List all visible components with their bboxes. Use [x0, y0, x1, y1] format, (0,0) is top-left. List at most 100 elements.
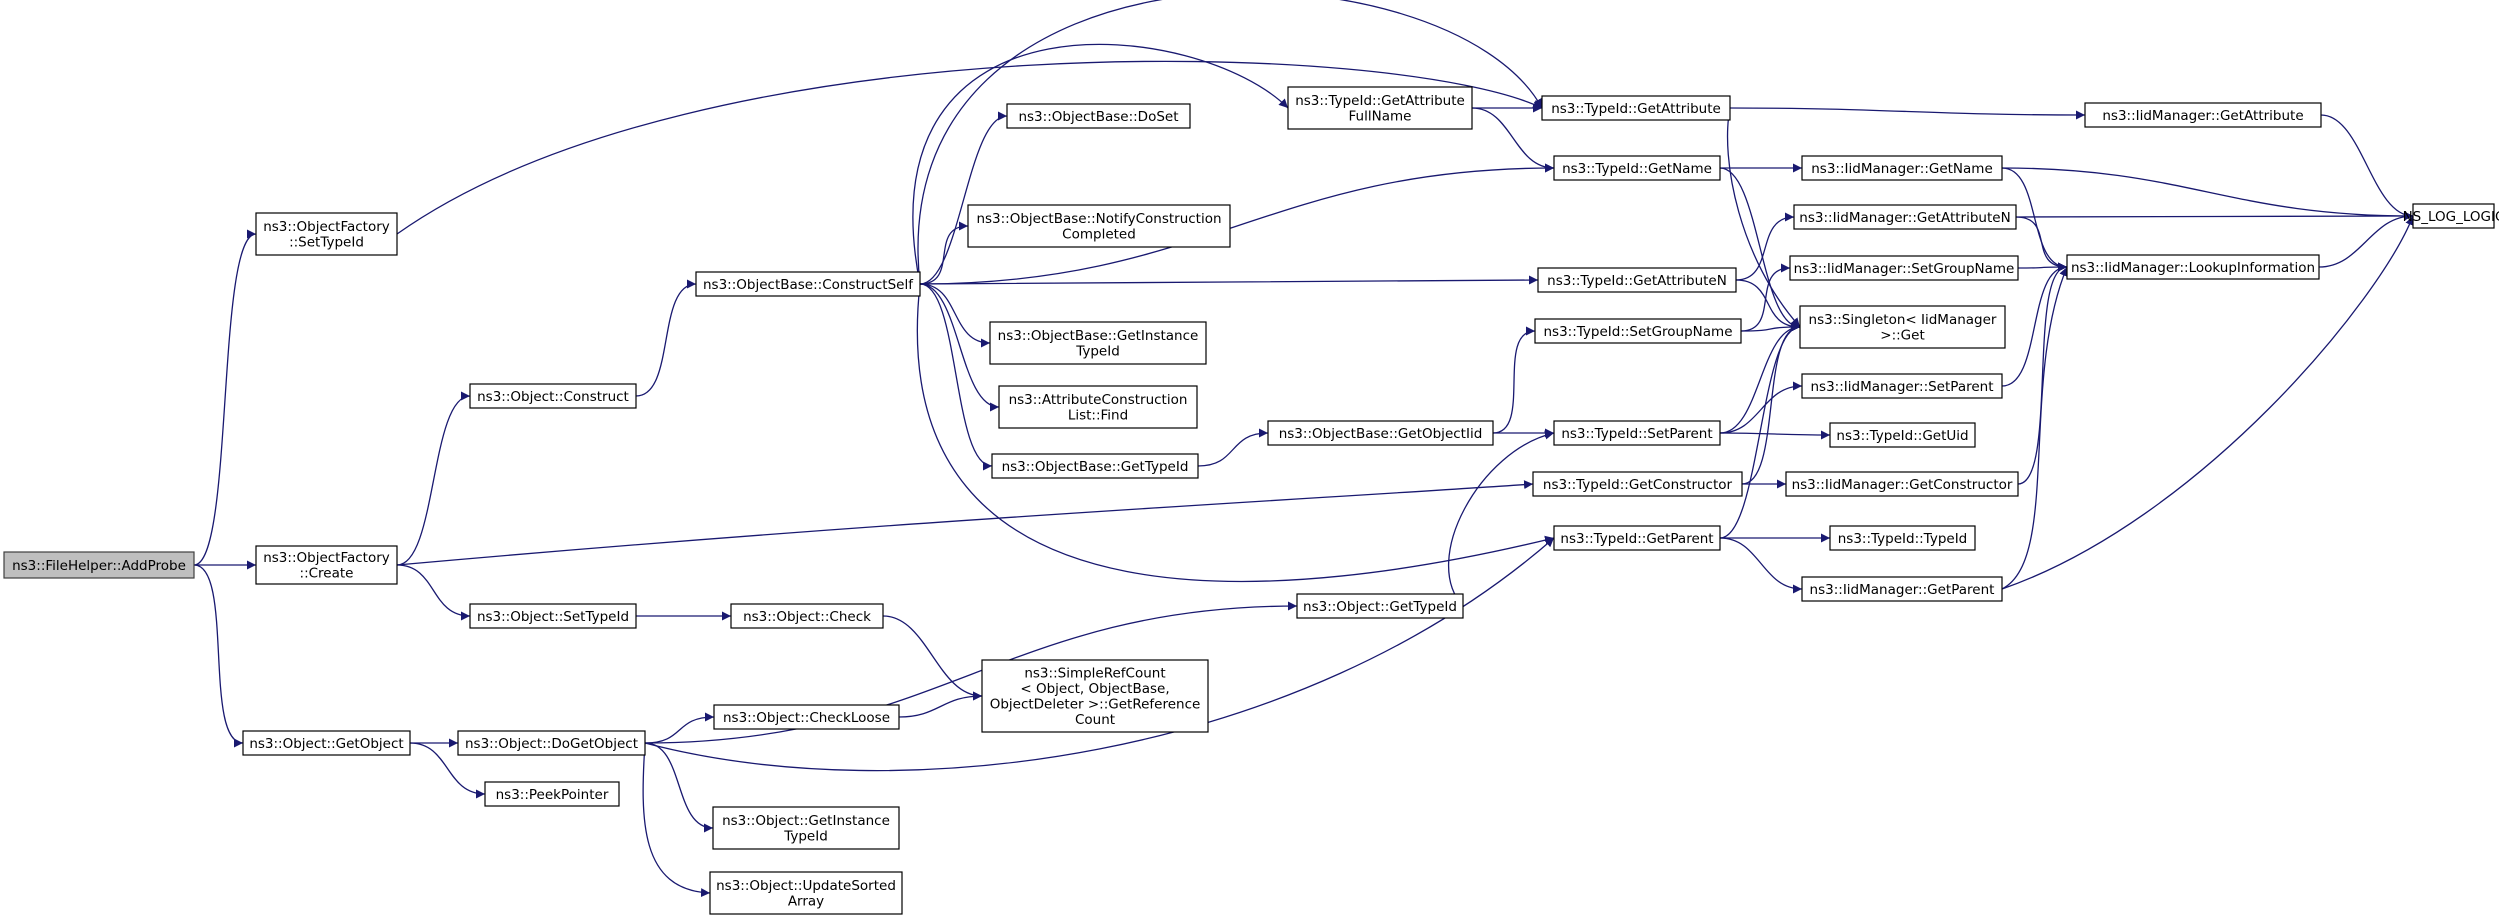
node-iid-getname[interactable]: ns3::IidManager::GetName — [1801, 155, 2003, 181]
node-label: ns3::IidManager::GetAttributeN — [1799, 210, 2010, 226]
node-ob-doset[interactable]: ns3::ObjectBase::DoSet — [1006, 103, 1191, 129]
node-box — [1296, 593, 1464, 619]
node-label: ns3::PeekPointer — [496, 787, 609, 803]
edge-ob_gettypeid-to-ob_getobjectiid — [1197, 428, 1269, 467]
node-iid-getattributen[interactable]: ns3::IidManager::GetAttributeN — [1793, 204, 2017, 230]
edge-iid_getparent-to-ns_log_logic — [2001, 215, 2414, 590]
edge-ob_constructself-to-acl_find — [919, 283, 1000, 412]
edge-addprobe-to-obj_getobject — [193, 564, 244, 748]
node-iid-lookupinformation[interactable]: ns3::IidManager::LookupInformation — [2066, 254, 2320, 280]
edge-tid_getparent-to-singleton_get — [1719, 322, 1801, 539]
edge-obj_gettypeid-to-tid_setparent — [1447, 430, 1555, 607]
edge-obj_dogetobject-to-tid_getparent — [644, 537, 1555, 772]
node-box — [1267, 420, 1494, 446]
edge-tid_getparent-to-iid_getparent — [1719, 537, 1803, 594]
node-iid-setgroupname[interactable]: ns3::IidManager::SetGroupName — [1789, 255, 2019, 281]
node-label: ::Create — [300, 566, 354, 582]
edge-of_create-to-obj_settypeid — [396, 564, 471, 621]
node-label: ns3::ObjectBase::GetInstance — [998, 328, 1199, 344]
edge-tid_setgroupname-to-singleton_get — [1740, 322, 1801, 332]
node-label: ns3::Object::Check — [743, 609, 871, 625]
node-ob-gettypeid[interactable]: ns3::ObjectBase::GetTypeId — [991, 453, 1199, 479]
node-label: ns3::Object::GetTypeId — [1303, 599, 1457, 615]
node-label: ns3::Object::SetTypeId — [477, 609, 629, 625]
node-tid-setgroupname[interactable]: ns3::TypeId::SetGroupName — [1534, 318, 1742, 344]
edge-of_create-to-obj_construct — [396, 391, 471, 566]
node-label: ns3::TypeId::SetParent — [1561, 426, 1712, 442]
node-tid-getconstructor[interactable]: ns3::TypeId::GetConstructor — [1532, 471, 1743, 497]
node-label: ns3::ObjectFactory — [263, 550, 390, 566]
node-tid-setparent[interactable]: ns3::TypeId::SetParent — [1553, 420, 1721, 446]
node-addprobe[interactable]: ns3::FileHelper::AddProbe — [3, 551, 195, 579]
node-ns-log-logic[interactable]: NS_LOG_LOGIC — [2403, 203, 2499, 229]
node-box — [3, 551, 195, 579]
node-box — [1553, 155, 1721, 181]
node-ob-notifyconstruction[interactable]: ns3::ObjectBase::NotifyConstructionCompl… — [967, 204, 1231, 248]
node-ob-constructself[interactable]: ns3::ObjectBase::ConstructSelf — [695, 271, 921, 297]
node-tid-getattribute[interactable]: ns3::TypeId::GetAttribute — [1541, 95, 1731, 121]
node-iid-getattribute[interactable]: ns3::IidManager::GetAttribute — [2084, 102, 2322, 128]
edge-iid_getattributen-to-ns_log_logic — [2015, 211, 2414, 221]
node-box — [469, 603, 637, 629]
edge-ob_constructself-to-ob_getinstancetypeid — [919, 283, 991, 348]
node-obj-check[interactable]: ns3::Object::Check — [730, 603, 884, 629]
node-ob-getobjectiid[interactable]: ns3::ObjectBase::GetObjectIid — [1267, 420, 1494, 446]
node-box — [713, 704, 900, 730]
node-obj-settypeid[interactable]: ns3::Object::SetTypeId — [469, 603, 637, 629]
node-box — [2066, 254, 2320, 280]
edge-tid_getattributen-to-iid_getattributen — [1735, 212, 1795, 281]
edge-ob_constructself-to-ob_doset — [919, 111, 1008, 285]
node-label: ::SetTypeId — [289, 235, 364, 251]
node-box — [981, 659, 1209, 733]
node-label: ns3::IidManager::SetGroupName — [1794, 261, 2015, 277]
node-box — [998, 385, 1198, 429]
node-label: ns3::TypeId::TypeId — [1838, 531, 1968, 547]
node-tid-getuid[interactable]: ns3::TypeId::GetUid — [1829, 422, 1976, 448]
node-label: ns3::Object::DoGetObject — [465, 736, 638, 752]
node-box — [989, 321, 1207, 365]
edge-tid_getattributen-to-singleton_get — [1735, 279, 1801, 332]
edge-iid_getconstructor-to-iid_lookupinformation — [2017, 262, 2068, 485]
node-label: ObjectDeleter >::GetReference — [990, 697, 1201, 713]
edge-of_settypeid-to-tid_getattribute — [396, 60, 1543, 235]
edge-obj_construct-to-ob_constructself — [635, 279, 697, 397]
node-iid-getparent[interactable]: ns3::IidManager::GetParent — [1801, 576, 2003, 602]
edge-ob_constructself-to-ob_gettypeid — [919, 283, 993, 471]
node-tid-typeid[interactable]: ns3::TypeId::TypeId — [1829, 525, 1976, 551]
node-label: ns3::Object::CheckLoose — [723, 710, 890, 726]
edge-tid_getname-to-singleton_get — [1719, 167, 1801, 332]
edge-tid_getattribute-to-iid_getattribute — [1729, 107, 2086, 120]
node-tid-getparent[interactable]: ns3::TypeId::GetParent — [1553, 525, 1721, 551]
node-simplerefcount[interactable]: ns3::SimpleRefCount< Object, ObjectBase,… — [981, 659, 1209, 733]
node-label: ns3::ObjectFactory — [263, 219, 390, 235]
node-iid-getconstructor[interactable]: ns3::IidManager::GetConstructor — [1785, 471, 2019, 497]
node-box — [457, 730, 646, 756]
node-label: Count — [1075, 712, 1115, 728]
node-of-create[interactable]: ns3::ObjectFactory::Create — [255, 545, 398, 585]
node-label: ns3::Object::UpdateSorted — [716, 878, 896, 894]
node-label: ns3::IidManager::LookupInformation — [2071, 260, 2315, 276]
node-of-settypeid[interactable]: ns3::ObjectFactory::SetTypeId — [255, 212, 398, 256]
node-obj-dogetobject[interactable]: ns3::Object::DoGetObject — [457, 730, 646, 756]
node-box — [1532, 471, 1743, 497]
node-singleton-get[interactable]: ns3::Singleton< IidManager>::Get — [1799, 305, 2006, 349]
node-obj-checkloose[interactable]: ns3::Object::CheckLoose — [713, 704, 900, 730]
edge-tid_getattributefullname-to-tid_getname — [1471, 107, 1555, 173]
node-label: ns3::FileHelper::AddProbe — [12, 558, 186, 574]
node-tid-getname[interactable]: ns3::TypeId::GetName — [1553, 155, 1721, 181]
node-iid-setparent[interactable]: ns3::IidManager::SetParent — [1801, 373, 2003, 399]
node-box — [1541, 95, 1731, 121]
node-label: Array — [788, 894, 824, 910]
node-peekpointer[interactable]: ns3::PeekPointer — [484, 781, 620, 807]
node-obj-gettypeid[interactable]: ns3::Object::GetTypeId — [1296, 593, 1464, 619]
edge-tid_getconstructor-to-singleton_get — [1741, 322, 1801, 485]
node-obj-getobject[interactable]: ns3::Object::GetObject — [242, 730, 411, 756]
node-tid-getattributen[interactable]: ns3::TypeId::GetAttributeN — [1537, 267, 1737, 293]
node-obj-construct[interactable]: ns3::Object::Construct — [469, 383, 637, 409]
node-box — [709, 871, 903, 915]
